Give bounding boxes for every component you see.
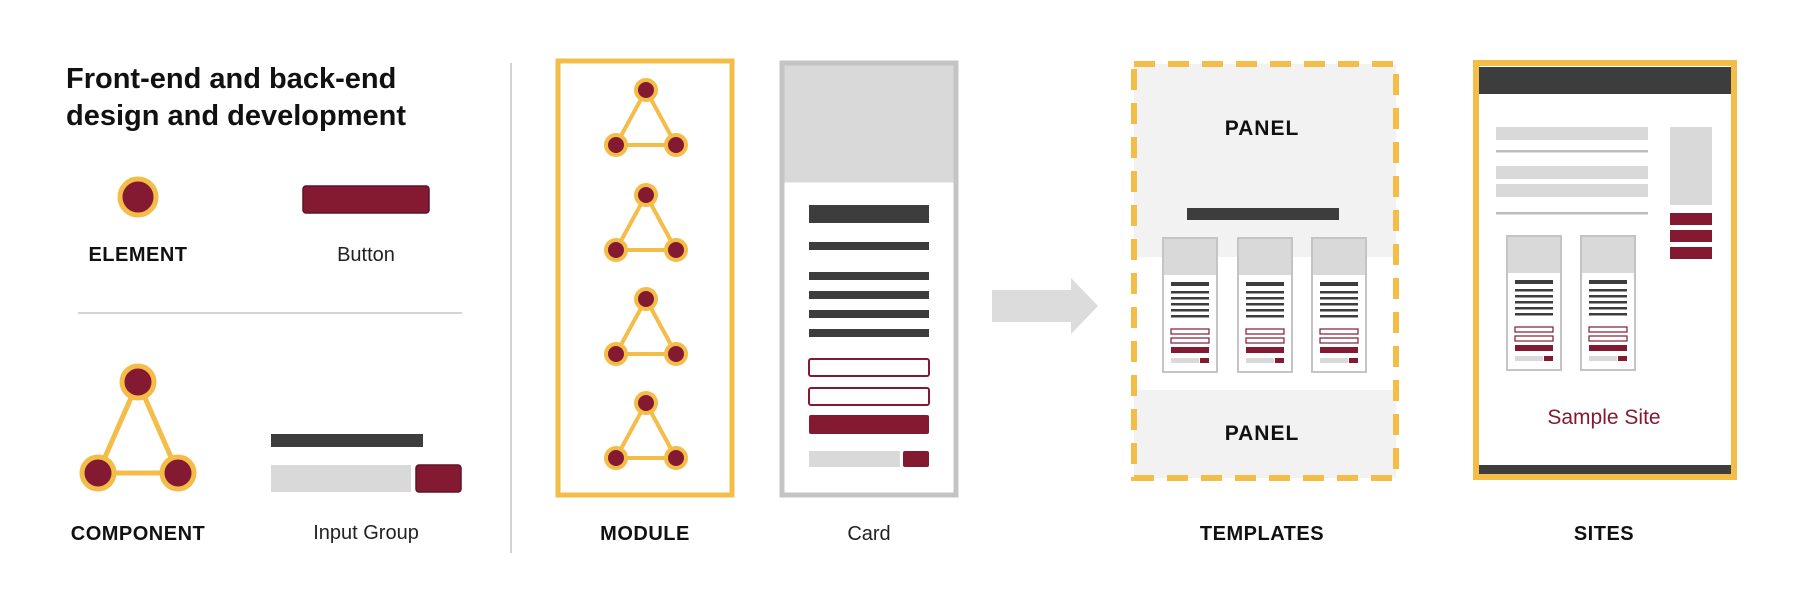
template-panel-bottom-label: PANEL: [1225, 422, 1300, 445]
button-label: Button: [337, 244, 395, 266]
sites-label: SITES: [1574, 523, 1634, 545]
right-arrow-icon: [992, 278, 1098, 334]
module-label: MODULE: [600, 523, 690, 545]
element-label: ELEMENT: [88, 244, 187, 266]
component-triangle-icon: [79, 363, 197, 492]
diagram-title-line-1: Front-end and back-end: [66, 63, 396, 95]
card-sample: [779, 60, 959, 498]
templates-page: [1131, 61, 1399, 481]
element-node-icon: [117, 176, 159, 218]
module-frame: [555, 58, 735, 498]
input-group-sample: [271, 434, 462, 493]
template-panel-top-label: PANEL: [1225, 117, 1300, 140]
diagram-title-line-2: design and development: [66, 100, 406, 132]
input-group-label: Input Group: [313, 522, 419, 544]
button-sample: [302, 185, 430, 214]
site-card-2: [1580, 235, 1636, 371]
site-page: [1473, 60, 1737, 480]
templates-label: TEMPLATES: [1200, 523, 1324, 545]
sample-site-label: Sample Site: [1547, 406, 1660, 429]
template-card-1: [1162, 237, 1218, 373]
template-card-2: [1237, 237, 1293, 373]
card-label: Card: [847, 523, 890, 545]
template-card-3: [1311, 237, 1367, 373]
component-label: COMPONENT: [71, 523, 206, 545]
site-card-1: [1506, 235, 1562, 371]
